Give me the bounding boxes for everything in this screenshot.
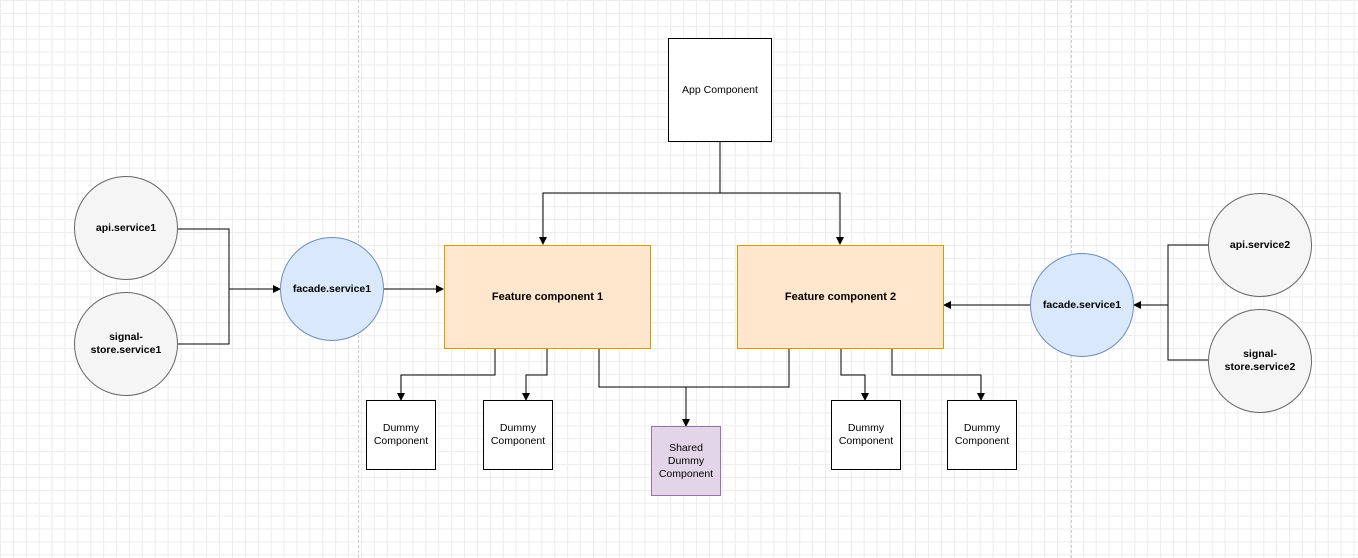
feature-component-1-label: Feature component 1 bbox=[491, 291, 604, 303]
dummy-component-label: Dummy Component bbox=[490, 422, 546, 447]
dummy-component-label: Dummy Component bbox=[954, 422, 1010, 447]
edge-feature2-dummy4 bbox=[891, 349, 985, 401]
api-service1[interactable]: api.service1 bbox=[74, 176, 178, 280]
api-service2[interactable]: api.service2 bbox=[1208, 193, 1312, 297]
edge-app-feature2 bbox=[720, 192, 844, 245]
api-service2-label: api.service2 bbox=[1229, 238, 1291, 251]
facade-service-right[interactable]: facade.service1 bbox=[1030, 253, 1134, 357]
edge-feature2-dummy3 bbox=[840, 349, 869, 401]
edge-feature1-dummy1 bbox=[397, 349, 496, 401]
shared-dummy-component-label: Shared Dummy Component bbox=[658, 441, 714, 480]
feature-component-2-label: Feature component 2 bbox=[784, 291, 897, 303]
edge-api1-merge bbox=[178, 228, 230, 345]
facade-service-left[interactable]: facade.service1 bbox=[280, 237, 384, 341]
dummy-component-4[interactable]: Dummy Component bbox=[947, 400, 1017, 470]
app-component-label: App Component bbox=[682, 83, 758, 96]
feature-component-2[interactable]: Feature component 2 bbox=[737, 245, 944, 349]
facade-service-right-label: facade.service1 bbox=[1042, 298, 1122, 311]
signal-store-service1[interactable]: signal-store.service1 bbox=[74, 292, 178, 396]
api-service1-label: api.service1 bbox=[95, 221, 157, 234]
dummy-component-3[interactable]: Dummy Component bbox=[831, 400, 901, 470]
signal-store-service2[interactable]: signal-store.service2 bbox=[1208, 309, 1312, 413]
dummy-component-2[interactable]: Dummy Component bbox=[483, 400, 553, 470]
facade-service-left-label: facade.service1 bbox=[292, 282, 372, 295]
shared-dummy-component[interactable]: Shared Dummy Component bbox=[651, 426, 721, 496]
dummy-component-1[interactable]: Dummy Component bbox=[366, 400, 436, 470]
edge-api2-merge bbox=[1167, 244, 1208, 361]
edge-feature1-shared bbox=[598, 349, 790, 388]
signal-store-service2-label: signal-store.service2 bbox=[1224, 348, 1296, 373]
edge-app-feature1 bbox=[539, 142, 721, 245]
feature-component-1[interactable]: Feature component 1 bbox=[444, 245, 651, 349]
app-component[interactable]: App Component bbox=[668, 38, 772, 142]
signal-store-service1-label: signal-store.service1 bbox=[90, 331, 162, 356]
dummy-component-label: Dummy Component bbox=[838, 422, 894, 447]
dummy-component-label: Dummy Component bbox=[373, 422, 429, 447]
edge-feature1-dummy2 bbox=[522, 349, 548, 401]
